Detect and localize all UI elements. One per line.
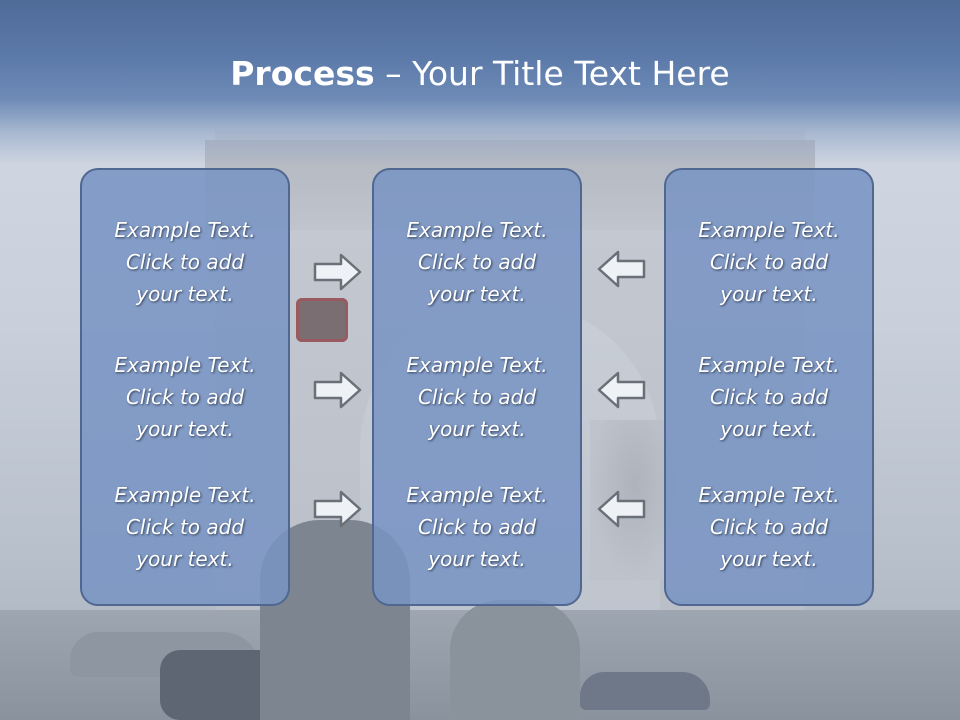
text-line: Example Text. [698,218,840,242]
text-line: Click to add [125,515,245,539]
text-line: your text. [720,547,818,571]
title-band [0,0,960,165]
text-line: Example Text. [114,218,256,242]
text-line: Click to add [125,250,245,274]
arrow-left-icon [597,490,646,528]
text-line: Example Text. [406,218,548,242]
text-block[interactable]: Example Text. Click to add your text. [374,479,580,575]
panel-right[interactable]: Example Text. Click to add your text. Ex… [664,168,874,606]
arrow-left-icon [597,371,646,409]
arrow-right-icon [313,253,362,291]
text-line: Example Text. [406,353,548,377]
text-block[interactable]: Example Text. Click to add your text. [374,349,580,445]
text-line: Example Text. [114,483,256,507]
text-line: your text. [428,417,526,441]
arrow-left-icon [597,250,646,288]
text-line: Click to add [709,515,829,539]
text-line: Example Text. [698,483,840,507]
text-line: Click to add [709,250,829,274]
slide-title[interactable]: Process – Your Title Text Here [0,52,960,96]
text-line: Click to add [417,385,537,409]
text-line: your text. [136,282,234,306]
text-line: Example Text. [698,353,840,377]
text-block[interactable]: Example Text. Click to add your text. [666,349,872,445]
text-block[interactable]: Example Text. Click to add your text. [666,214,872,310]
text-line: your text. [428,282,526,306]
text-line: your text. [136,547,234,571]
arrow-right-icon [313,371,362,409]
title-rest: – Your Title Text Here [374,54,730,93]
camera [296,298,348,342]
panel-left[interactable]: Example Text. Click to add your text. Ex… [80,168,290,606]
text-block[interactable]: Example Text. Click to add your text. [82,349,288,445]
text-block[interactable]: Example Text. Click to add your text. [82,479,288,575]
title-bold: Process [230,54,375,93]
text-line: Click to add [417,515,537,539]
person-silhouette-2 [450,600,580,720]
text-line: Click to add [417,250,537,274]
text-line: your text. [136,417,234,441]
arrow-right-icon [313,490,362,528]
car-right [580,672,710,710]
text-line: Example Text. [406,483,548,507]
text-block[interactable]: Example Text. Click to add your text. [82,214,288,310]
text-line: your text. [428,547,526,571]
text-line: Example Text. [114,353,256,377]
text-line: your text. [720,417,818,441]
panel-middle[interactable]: Example Text. Click to add your text. Ex… [372,168,582,606]
text-block[interactable]: Example Text. Click to add your text. [666,479,872,575]
text-line: Click to add [125,385,245,409]
text-line: Click to add [709,385,829,409]
text-line: your text. [720,282,818,306]
text-block[interactable]: Example Text. Click to add your text. [374,214,580,310]
